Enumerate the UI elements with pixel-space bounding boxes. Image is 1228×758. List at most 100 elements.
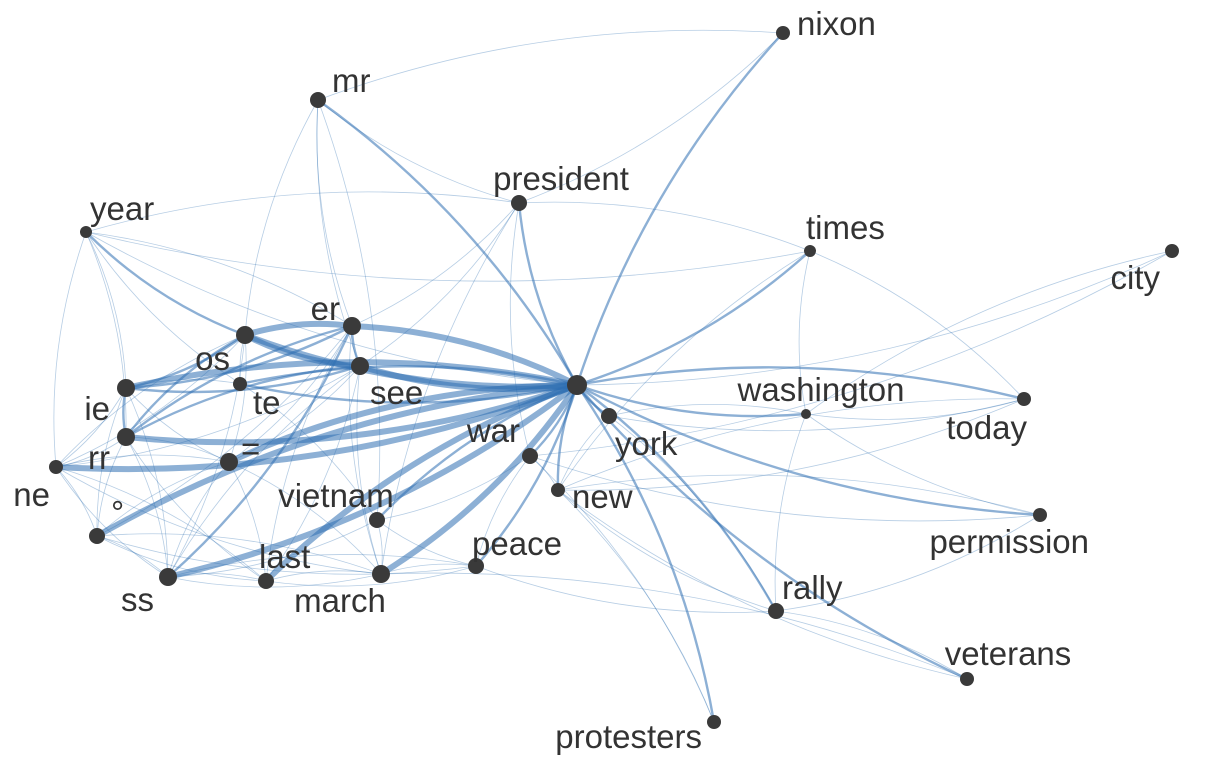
node-label-last: last (259, 538, 310, 575)
edge-eq-ne (55, 454, 230, 468)
edge-see-ss (167, 365, 361, 578)
edge-times-today (809, 250, 1025, 400)
node-rr (117, 428, 135, 446)
node-label-new: new (572, 478, 633, 515)
node-ss (159, 568, 177, 586)
node-label-te: te (253, 384, 281, 421)
edge-mr-nixon (317, 29, 784, 101)
edge-er-ie (124, 324, 354, 390)
node-l (567, 375, 587, 395)
edge-peace-vietnam (376, 519, 477, 567)
node-rally (768, 603, 784, 619)
edge-deg-march (96, 533, 382, 575)
edge-l-city (576, 250, 1173, 386)
edge-l-march (378, 382, 580, 577)
node-label-ie: ie (84, 390, 110, 427)
edge-year-times (85, 231, 811, 282)
edge-ie-te (125, 379, 242, 389)
node-mr (310, 92, 326, 108)
edge-mr-os_top (244, 99, 319, 336)
node-label-see: see (370, 374, 423, 411)
node-march (372, 565, 390, 583)
node-er (343, 317, 361, 335)
node-vietnam (369, 512, 385, 528)
edge-l-today (575, 366, 1026, 401)
node-permission (1033, 508, 1047, 522)
edge-new-rally (557, 489, 777, 612)
edge-times-new (557, 250, 811, 491)
edge-year-te (85, 231, 242, 385)
edge-president-year (85, 191, 520, 233)
edge-eq-ss (167, 461, 230, 578)
edge-ne-year (53, 231, 87, 468)
edge-ie-ss (125, 387, 169, 578)
edge-see-eq (228, 365, 361, 463)
edge-l-nixon (575, 31, 785, 387)
edge-er-last (265, 325, 353, 582)
node-label-year: year (90, 190, 154, 227)
edge-l-vietnam (375, 383, 579, 522)
edge-new-protesters (557, 489, 715, 723)
edge-l-mr (316, 98, 579, 387)
edge-president-march (380, 202, 520, 575)
edge-rally-permission (775, 514, 1041, 612)
edge-deg-last (96, 535, 267, 582)
node-label-peace: peace (472, 525, 562, 562)
node-label-nixon: nixon (797, 5, 876, 42)
edge-l-ne (53, 382, 580, 473)
node-label-ss: ss (121, 581, 154, 618)
edge-ie-ne (55, 387, 127, 468)
edge-washington-today (805, 398, 1025, 420)
node-label-protesters: protesters (555, 718, 702, 755)
edge-see-ie (124, 364, 362, 394)
node-city (1165, 244, 1179, 258)
edge-rr-ss (125, 436, 169, 578)
edge-ie-eq (125, 387, 230, 463)
node-label-march: march (294, 582, 386, 619)
edge-ne-os_top (55, 334, 246, 468)
edge-new-today (557, 398, 1025, 491)
edge-see-march (356, 365, 382, 575)
edge-ss-march (167, 573, 382, 588)
edge-l-te (239, 382, 579, 404)
node-os_top (236, 326, 254, 344)
node-see (351, 357, 369, 375)
edge-new-permission (557, 474, 1041, 516)
node-label-today: today (946, 409, 1027, 446)
edge-os_top-year (84, 230, 247, 337)
edge-ne-last (55, 466, 267, 582)
edge-l-deg (94, 382, 580, 539)
edge-last-peace (265, 565, 477, 587)
node-label-veterans: veterans (945, 635, 1072, 672)
node-war (522, 448, 538, 464)
edge-er-deg (96, 325, 353, 537)
node-york (601, 408, 617, 424)
edge-today-new (557, 398, 1025, 491)
edge-last-march (265, 570, 382, 582)
edge-washington-rally (774, 413, 807, 612)
edge-washington-times (798, 250, 811, 415)
edge-ne-ss (55, 466, 169, 578)
edge-l-peace (474, 383, 579, 568)
edge-l-eq (226, 382, 580, 465)
node-washington (801, 409, 811, 419)
node-label-mr: mr (332, 62, 370, 99)
edge-l-ss (165, 382, 580, 580)
edge-os_top-see (242, 332, 363, 369)
edge-president-mr (317, 99, 520, 204)
edge-president-times (518, 201, 811, 252)
node-label-rr: rr (88, 439, 110, 476)
edge-nixon-president (518, 32, 784, 204)
edge-rr-deg (96, 436, 127, 537)
node-ne (49, 460, 63, 474)
edge-ss-peace (167, 554, 477, 578)
edge-deg-peace (96, 535, 477, 575)
node-label-ne: ne (13, 476, 50, 513)
edge-er-mr (316, 99, 353, 327)
node-ie (117, 379, 135, 397)
node-label-er: er (311, 290, 340, 327)
edge-ss-last (167, 573, 267, 582)
node-nixon (776, 26, 790, 40)
edge-rally-veterans (775, 610, 968, 680)
